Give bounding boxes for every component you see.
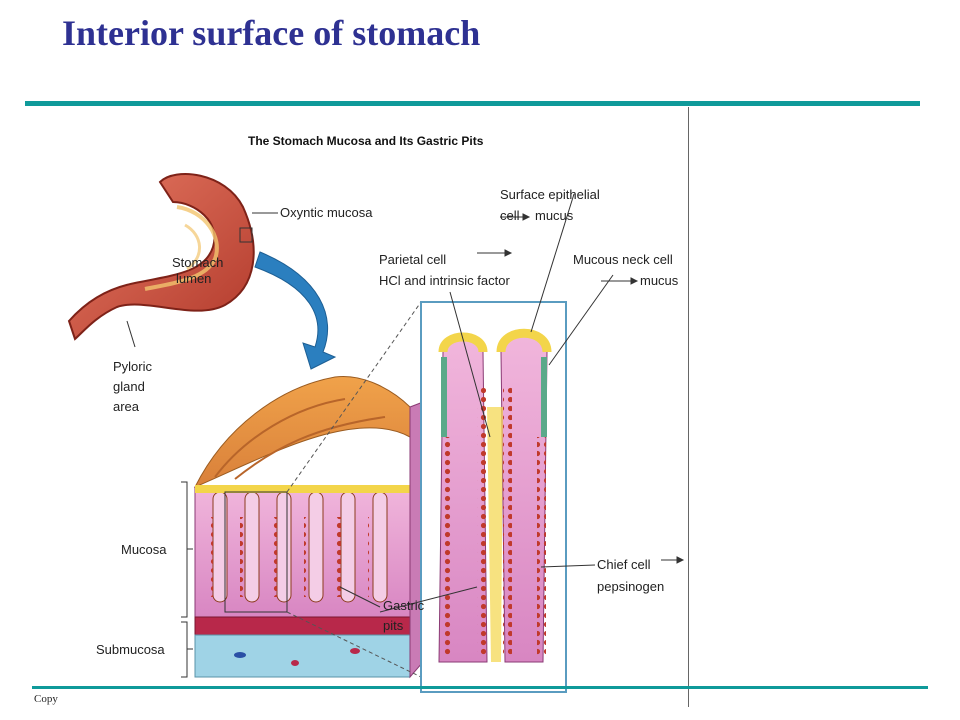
chief-cells	[537, 437, 546, 657]
gastric-pit	[276, 491, 292, 603]
mucous-neck-cells	[541, 357, 547, 437]
label-chief-cell: Chief cell	[597, 557, 651, 572]
vessel	[291, 660, 299, 666]
label-stomach-lumen: Stomach	[172, 255, 223, 270]
gastric-pit	[372, 491, 388, 603]
leader-line	[540, 564, 596, 568]
gland-cells	[336, 517, 341, 597]
surface-fold	[214, 398, 346, 478]
stomach-illustration	[67, 173, 255, 341]
label-surface-mucus: mucus	[535, 208, 574, 223]
gland-cells	[240, 517, 245, 597]
vessel	[234, 652, 246, 658]
label-chief-pepsinogen: pepsinogen	[597, 579, 664, 594]
label-submucosa: Submucosa	[96, 642, 165, 657]
gland-cells	[272, 517, 277, 597]
parietal-cells	[503, 387, 512, 657]
label-gastric-pits: Gastric	[383, 598, 425, 613]
slide-title: Interior surface of stomach	[62, 13, 481, 53]
zoom-arrow-icon	[254, 251, 337, 370]
arrow-head-icon	[630, 277, 639, 285]
label-pyloric-gland-area: gland	[113, 379, 145, 394]
label-parietal-secretion: HCl and intrinsic factor	[379, 273, 510, 288]
arrow-head-icon	[522, 213, 531, 221]
zoom-line	[286, 611, 422, 678]
label-pyloric-gland-area: Pyloric	[113, 359, 153, 374]
label-mucosa: Mucosa	[121, 542, 167, 557]
leader-line	[449, 291, 491, 438]
stomach-mucosa-figure: The Stomach Mucosa and Its Gastric Pits	[65, 107, 689, 707]
mucosa-block	[193, 375, 424, 679]
surface-fold	[234, 416, 386, 480]
footer-divider	[32, 686, 928, 689]
leader-line	[126, 320, 136, 348]
zoom-box-large	[224, 491, 288, 613]
gastric-pit	[340, 491, 356, 603]
zoom-box-small	[239, 227, 253, 243]
gland-cells	[208, 517, 213, 597]
mucosa-top-surface	[193, 375, 411, 488]
parietal-cells	[477, 387, 486, 657]
label-surface-epithelial-cell: cell	[500, 208, 520, 223]
leader-line	[379, 586, 478, 613]
label-oxyntic-mucosa: Oxyntic mucosa	[280, 205, 373, 220]
arrow-head-icon	[504, 249, 513, 257]
label-parietal-cell: Parietal cell	[379, 252, 446, 267]
label-surface-epithelial-cell: Surface epithelial	[500, 187, 600, 202]
gastric-pit	[244, 491, 260, 603]
detail-surface-cells	[496, 328, 552, 353]
submucosa-layer	[194, 634, 411, 678]
leader-line	[548, 274, 614, 366]
gastric-pit-detail	[420, 301, 567, 693]
label-gastric-pits: pits	[383, 618, 404, 633]
title-divider	[25, 101, 920, 106]
gastric-pit	[308, 491, 324, 603]
gland-cells	[304, 517, 309, 597]
stomach-rugae	[184, 223, 201, 271]
label-stomach-lumen: lumen	[176, 271, 211, 286]
gland-cells	[368, 517, 373, 597]
surface-epithelium	[195, 485, 410, 493]
leader-line	[530, 193, 575, 333]
zoom-line	[286, 301, 422, 493]
central-lumen	[487, 407, 503, 662]
chief-cells	[443, 437, 452, 657]
vessel	[350, 648, 360, 654]
leader-line	[339, 586, 381, 608]
figure-svg: The Stomach Mucosa and Its Gastric Pits	[67, 134, 685, 693]
detail-surface-cells	[438, 332, 488, 353]
mucous-neck-cells	[441, 357, 447, 437]
copyright-text: Copy	[34, 693, 58, 705]
stomach-rugae	[144, 205, 219, 291]
label-mucous-neck-cell: Mucous neck cell	[573, 252, 673, 267]
stomach-shape	[67, 173, 255, 341]
label-mucous-neck-mucus: mucus	[640, 273, 679, 288]
figure-title: The Stomach Mucosa and Its Gastric Pits	[248, 134, 484, 148]
arrow-head-icon	[676, 556, 685, 564]
mucosa-bracket	[181, 481, 188, 618]
submucosa-bracket	[181, 621, 188, 678]
label-pyloric-gland-area: area	[113, 399, 140, 414]
